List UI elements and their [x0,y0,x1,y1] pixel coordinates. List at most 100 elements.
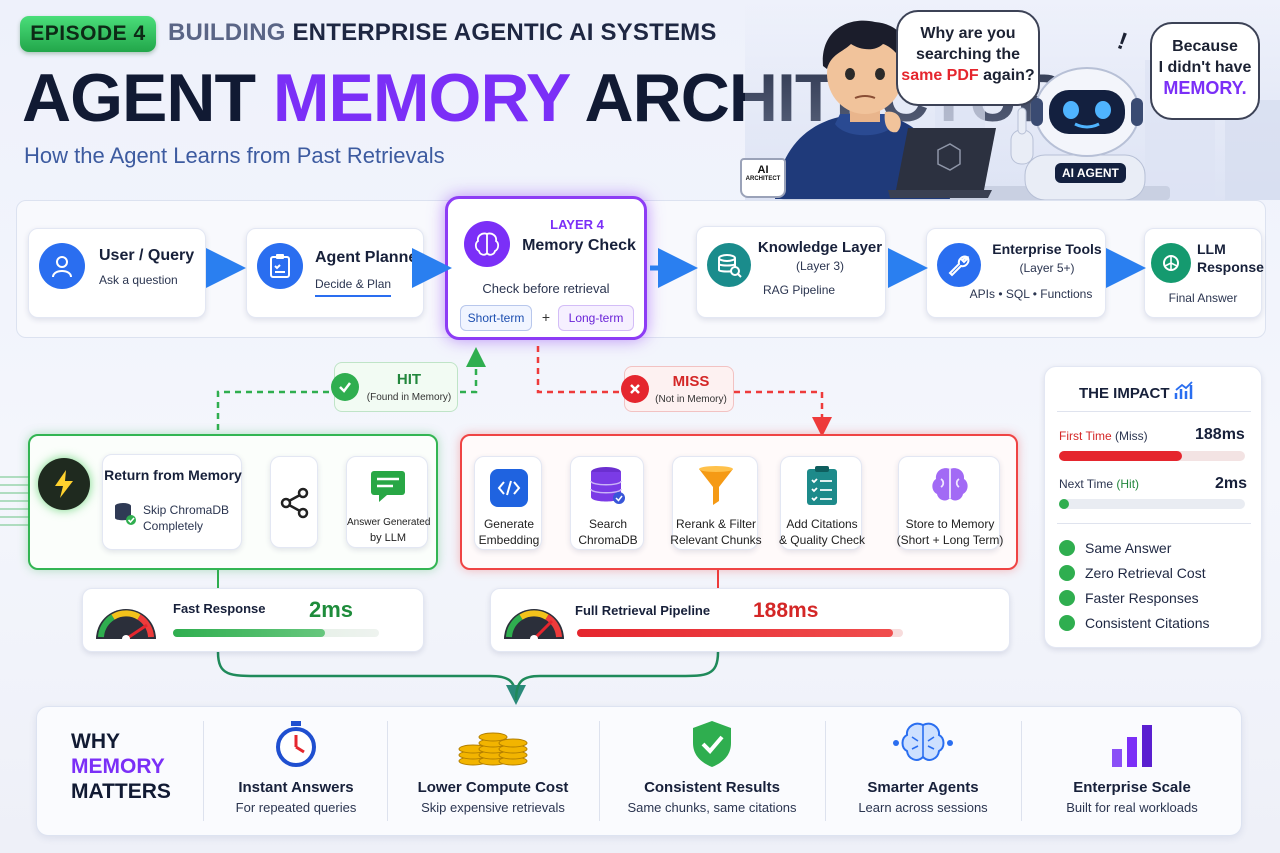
llm-sub: Final Answer [1168,291,1238,305]
llm-title-1: LLM [1197,241,1226,257]
share-node-card[interactable] [270,456,318,548]
fast-response-fill [173,629,326,637]
why-sub-5: Built for real workloads [1066,800,1198,815]
benefit-item: Same Answer [1059,535,1255,560]
why-sub-1: For repeated queries [235,800,357,815]
step-2-l1: Search [588,517,628,531]
agent-planner-title: Agent Planner [315,249,424,266]
first-time-track [1059,451,1245,461]
step-3-l2: Relevant Chunks [670,533,762,547]
step-store-memory[interactable]: Store to Memory (Short + Long Term) [897,456,1003,550]
impact-title: THE IMPACT [1079,385,1170,402]
knowledge-layer-sub: RAG Pipeline [763,283,836,297]
benefit-text: Faster Responses [1085,589,1199,606]
step-5-l1: Store to Memory [905,517,995,531]
chart-up-icon [1173,379,1195,401]
check-icon [1059,589,1075,606]
next-time-track [1059,499,1245,509]
full-retrieval-panel: Full Retrieval Pipeline 188ms [490,588,1010,652]
step-add-citations[interactable]: Add Citations & Quality Check [779,456,865,550]
knowledge-layer-card[interactable]: Knowledge Layer (Layer 3) RAG Pipeline [696,226,886,318]
series-prefix: BUILDING [168,19,286,46]
lightning-icon [38,458,90,510]
step-4-l2: & Quality Check [778,533,866,547]
knowledge-layer-title: Knowledge Layer [757,239,883,256]
agent-planner-card[interactable]: Agent Planner Decide & Plan [246,228,424,318]
why-title-3: Consistent Results [644,779,780,796]
why-item-smarter: Smarter Agents Learn across sessions [825,719,1021,815]
step-generate-embedding[interactable]: Generate Embedding [474,456,542,550]
user-query-sub: Ask a question [99,273,178,287]
memory-layer-label: LAYER 4 [550,217,604,232]
step-2-l2: ChromaDB [578,533,638,547]
check-circle-icon [331,373,359,401]
x-circle-icon [621,375,649,403]
why-title-5: Enterprise Scale [1073,779,1191,796]
speed-lines [0,470,30,530]
benefit-list: Same Answer Zero Retrieval Cost Faster R… [1059,535,1255,635]
enterprise-tools-layer: (Layer 5+) [1019,261,1075,275]
funnel-icon [697,465,735,507]
next-time-label: Next Time (Hit) [1059,477,1139,491]
memory-check-sub: Check before retrieval [482,281,610,296]
why-item-scale: Enterprise Scale Built for real workload… [1021,719,1243,815]
step-1-l2: Embedding [478,533,540,547]
mug-line2: ARCHITECT [745,176,781,182]
page-subtitle: How the Agent Learns from Past Retrieval… [24,143,445,168]
episode-badge: EPISODE 4 [20,16,156,52]
bubble-human-tail: again? [983,67,1035,84]
why-item-compute: Lower Compute Cost Skip expensive retrie… [387,719,599,815]
benefit-text: Zero Retrieval Cost [1085,564,1206,581]
hit-panel: Return from Memory Skip ChromaDB Complet… [28,434,438,570]
llm-response-card[interactable]: LLM Response Final Answer [1144,228,1264,318]
speech-bubble-human: Why are you searching the same PDF again… [896,10,1040,106]
why-sub-2: Skip expensive retrievals [421,800,565,815]
miss-sub: (Not in Memory) [655,394,727,405]
checklist-icon [805,465,839,507]
memory-plus: + [541,309,551,325]
enterprise-tools-card[interactable]: Enterprise Tools (Layer 5+) APIs • SQL •… [926,228,1106,318]
benefit-item: Zero Retrieval Cost [1059,560,1255,585]
return-memory-card[interactable]: Return from Memory Skip ChromaDB Complet… [102,454,242,550]
check-icon [1059,564,1075,581]
database-search-icon [707,243,751,287]
full-retrieval-value: 188ms [753,599,819,622]
clipboard-icon [257,243,303,289]
benefit-text: Same Answer [1085,539,1172,556]
next-time-text: Next Time [1059,477,1114,491]
why-l2: MEMORY [71,755,165,778]
chat-icon [369,469,407,503]
coins-icon [453,719,533,769]
knowledge-layer-layer: (Layer 3) [795,259,845,273]
return-memory-title: Return from Memory [104,467,242,483]
step-rerank-filter[interactable]: Rerank & Filter Relevant Chunks [670,456,762,550]
benefit-text: Consistent Citations [1085,614,1210,631]
series-rest: ENTERPRISE AGENTIC AI SYSTEMS [292,19,717,46]
full-retrieval-track [577,629,903,637]
full-retrieval-fill [577,629,894,637]
check-icon [1059,539,1075,556]
user-query-card[interactable]: User / Query Ask a question [28,228,206,318]
fast-response-panel: Fast Response 2ms [82,588,424,652]
answer-generated-card[interactable]: Answer Generated by LLM [346,456,431,548]
why-l3: MATTERS [71,780,171,803]
bubble-human-line2: searching the [915,46,1021,63]
episode-label: EPISODE 4 [30,22,146,45]
step-5-l2: (Short + Long Term) [896,533,1004,547]
short-term-chip: Short-term [460,305,532,331]
answer-line1: Answer Generated [347,517,431,528]
why-sub-3: Same chunks, same citations [627,800,797,815]
step-search-chromadb[interactable]: Search ChromaDB [570,456,644,550]
skip-line2: Completely [143,519,204,533]
miss-panel: Generate Embedding Search ChromaDB Reran… [460,434,1018,570]
step-3-l1: Rerank & Filter [675,517,757,531]
brain-store-icon [929,465,971,505]
database-icon [589,465,627,507]
title-memory: MEMORY [272,60,570,136]
bubble-human-line1: Why are you [920,25,1016,42]
first-time-tag: (Miss) [1115,429,1148,443]
full-retrieval-label: Full Retrieval Pipeline [575,603,711,618]
memory-check-card[interactable]: LAYER 4 Memory Check Check before retrie… [445,196,647,340]
why-l1: WHY [71,730,120,753]
first-time-label: First Time (Miss) [1059,429,1148,443]
